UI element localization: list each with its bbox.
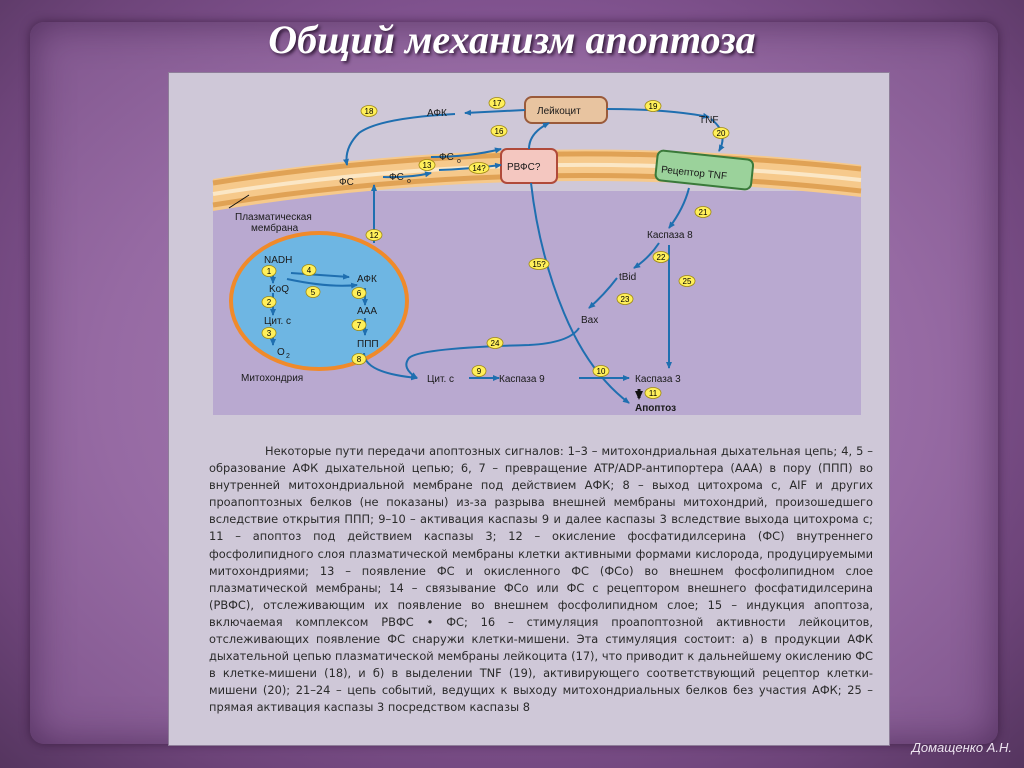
svg-text:20: 20 bbox=[717, 129, 726, 138]
label-membrane-1: Плазматическая bbox=[235, 212, 312, 223]
label-fs-o-top: ФС bbox=[439, 152, 454, 163]
step-badge-16: 16 bbox=[490, 125, 508, 137]
label-apoptosis: Апоптоз bbox=[635, 403, 676, 414]
svg-text:4: 4 bbox=[307, 266, 312, 275]
svg-text:23: 23 bbox=[621, 295, 630, 304]
step-badge-7: 7 bbox=[351, 319, 367, 331]
label-membrane-2: мембрана bbox=[251, 222, 299, 234]
label-aaa: ААА bbox=[357, 306, 377, 317]
label-fs: ФС bbox=[339, 177, 354, 188]
label-afk-top: АФК bbox=[427, 108, 447, 119]
svg-text:14?: 14? bbox=[472, 164, 486, 173]
tnf-receptor-box bbox=[654, 149, 755, 191]
step-badge-3: 3 bbox=[261, 327, 277, 339]
svg-text:о: о bbox=[457, 158, 461, 165]
step-badge-20: 20 bbox=[712, 127, 730, 139]
svg-text:2: 2 bbox=[286, 353, 290, 360]
step-badge-8: 8 bbox=[351, 353, 367, 365]
label-bax: Bax bbox=[581, 315, 598, 326]
label-mitochondria: Митохондрия bbox=[241, 373, 303, 384]
caption-text: Некоторые пути передачи апоптозных сигна… bbox=[209, 444, 873, 715]
label-ppp: ППП bbox=[357, 339, 379, 350]
svg-text:1: 1 bbox=[267, 267, 272, 276]
svg-text:6: 6 bbox=[357, 289, 362, 298]
step-badge-22: 22 bbox=[652, 251, 670, 263]
svg-text:19: 19 bbox=[649, 102, 658, 111]
label-cyt-c-mito: Цит. с bbox=[264, 316, 291, 327]
svg-text:22: 22 bbox=[657, 253, 666, 262]
step-badge-15: 15? bbox=[528, 258, 550, 270]
svg-text:21: 21 bbox=[699, 208, 708, 217]
mitochondrion bbox=[229, 231, 409, 371]
svg-text:2: 2 bbox=[267, 298, 272, 307]
label-fs-o-mid: ФС bbox=[389, 172, 404, 183]
step-badge-14: 14? bbox=[468, 162, 490, 174]
label-koq: KoQ bbox=[269, 284, 289, 295]
svg-text:17: 17 bbox=[493, 99, 502, 108]
label-nadh: NADH bbox=[264, 255, 292, 266]
svg-text:13: 13 bbox=[423, 161, 432, 170]
step-badge-11: 11 bbox=[644, 387, 662, 399]
step-badge-9: 9 bbox=[471, 365, 487, 377]
step-badge-6: 6 bbox=[351, 287, 367, 299]
svg-text:15?: 15? bbox=[532, 260, 546, 269]
svg-text:12: 12 bbox=[370, 231, 379, 240]
step-badge-13: 13 bbox=[418, 159, 436, 171]
svg-text:8: 8 bbox=[357, 355, 362, 364]
label-caspase8: Каспаза 8 bbox=[647, 230, 693, 241]
step-badge-19: 19 bbox=[644, 100, 662, 112]
step-badge-12: 12 bbox=[365, 229, 383, 241]
label-caspase9: Каспаза 9 bbox=[499, 374, 545, 385]
step-badge-18: 18 bbox=[360, 105, 378, 117]
step-badge-5: 5 bbox=[305, 286, 321, 298]
label-rvfs: РВФС? bbox=[507, 162, 541, 173]
figure-caption: Некоторые пути передачи апоптозных сигна… bbox=[209, 443, 873, 717]
step-badge-2: 2 bbox=[261, 296, 277, 308]
label-caspase3: Каспаза 3 bbox=[635, 374, 681, 385]
label-tbid: tBid bbox=[619, 272, 636, 283]
svg-text:11: 11 bbox=[649, 389, 658, 398]
svg-text:о: о bbox=[407, 178, 411, 185]
label-o2: O bbox=[277, 347, 285, 358]
svg-text:7: 7 bbox=[357, 321, 362, 330]
step-badge-23: 23 bbox=[616, 293, 634, 305]
step-badge-10: 10 bbox=[592, 365, 610, 377]
author-credit: Домащенко А.Н. bbox=[911, 740, 1012, 755]
apoptosis-diagram: 18 17 19 16 20 13 14? 21 12 22 15? 25 23… bbox=[212, 96, 862, 415]
label-cyt-c: Цит. с bbox=[427, 374, 454, 385]
label-afk-mito: АФК bbox=[357, 274, 377, 285]
svg-text:9: 9 bbox=[477, 367, 482, 376]
label-tnf: TNF bbox=[699, 115, 718, 126]
svg-text:25: 25 bbox=[683, 277, 692, 286]
svg-text:3: 3 bbox=[267, 329, 272, 338]
slide-title: Общий механизм апоптоза bbox=[268, 17, 756, 62]
svg-text:10: 10 bbox=[597, 367, 606, 376]
step-badge-17: 17 bbox=[488, 97, 506, 109]
step-badge-21: 21 bbox=[694, 206, 712, 218]
svg-text:24: 24 bbox=[491, 339, 500, 348]
step-badge-4: 4 bbox=[301, 264, 317, 276]
svg-text:18: 18 bbox=[365, 107, 374, 116]
svg-text:16: 16 bbox=[495, 127, 504, 136]
step-badge-25: 25 bbox=[678, 275, 696, 287]
label-leukocyte: Лейкоцит bbox=[537, 106, 581, 117]
svg-text:5: 5 bbox=[311, 288, 316, 297]
step-badge-1: 1 bbox=[261, 265, 277, 277]
figure-panel: 18 17 19 16 20 13 14? 21 12 22 15? 25 23… bbox=[168, 72, 890, 746]
step-badge-24: 24 bbox=[486, 337, 504, 349]
